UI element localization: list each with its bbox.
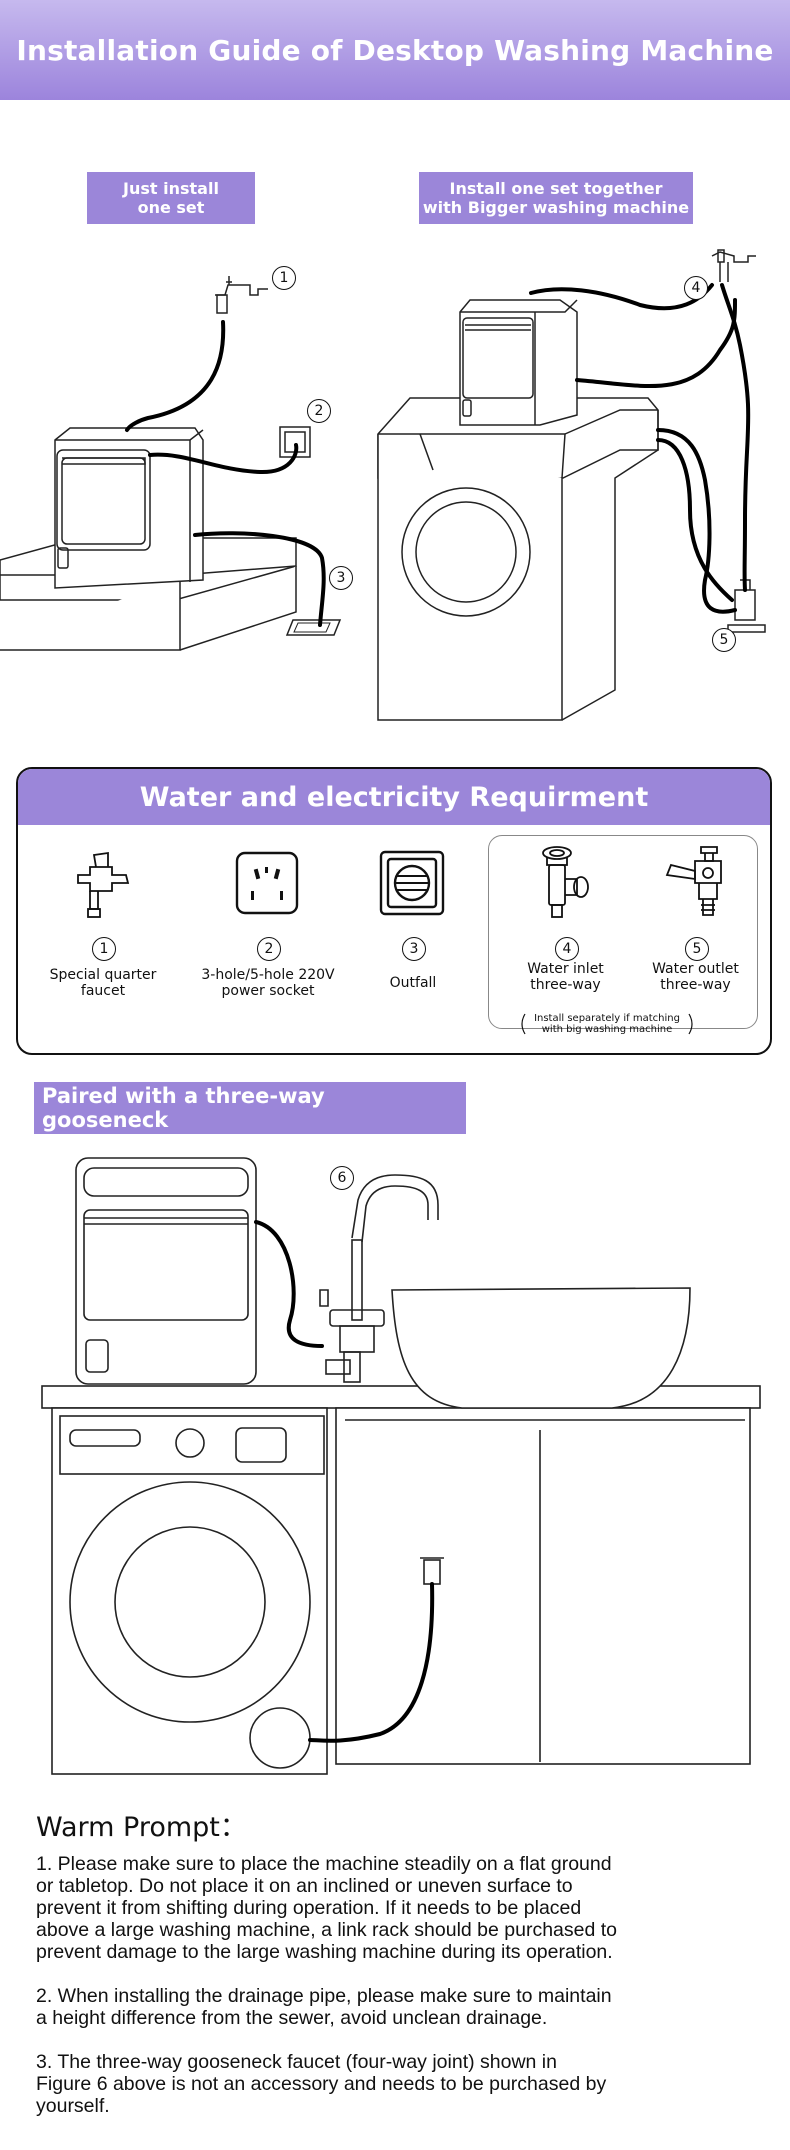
requirements-title: Water and electricity Requirment [18,769,770,825]
req-item-faucet: 1 Special quarter faucet [28,825,178,1053]
req-item-outlet: 5 Water outlet three-way [633,825,758,1053]
warm-paragraph-3: 3. The three-way gooseneck faucet (four-… [36,2051,607,2117]
paired-illustration [41,1157,761,1775]
install-note: Install separately if matching with big … [534,1013,680,1035]
outlet-three-way-icon [665,846,722,916]
req-num-2: 2 [257,937,281,961]
warm-prompt-title: Warm Prompt： [36,1812,247,1843]
inlet-three-way-icon [542,846,589,918]
marker-2: 2 [307,399,331,423]
req-num-5: 5 [685,937,709,961]
marker-1: 1 [272,266,296,290]
req-item-socket: 2 3-hole/5-hole 220V power socket [193,825,343,1053]
marker-3: 3 [329,566,353,590]
power-socket-icon [235,851,299,915]
tag-just-install: Just install one set [87,172,255,224]
req-item-outfall: 3 Outfall [358,825,468,1053]
marker-4: 4 [684,276,708,300]
floor-drain-icon [379,850,445,916]
optional-group [488,835,758,1029]
paired-title: Paired with a three-way gooseneck faucet… [34,1082,466,1156]
page-header: Installation Guide of Desktop Washing Ma… [0,0,790,100]
faucet-icon [77,851,130,918]
page-title: Installation Guide of Desktop Washing Ma… [16,33,774,67]
req-num-1: 1 [92,937,116,961]
single-install-illustration [0,249,766,721]
req-num-4: 4 [555,937,579,961]
req-item-inlet: 4 Water inlet three-way [503,825,628,1053]
req-num-3: 3 [402,937,426,961]
marker-5: 5 [712,628,736,652]
marker-6: 6 [330,1166,354,1190]
warm-paragraph-1: 1. Please make sure to place the machine… [36,1853,618,1963]
warm-paragraph-2: 2. When installing the drainage pipe, pl… [36,1985,612,2029]
tag-install-together: Install one set together with Bigger was… [419,172,693,224]
note-brackets [521,1013,693,1035]
requirements-panel: Water and electricity Requirment 1 Speci… [16,767,772,1055]
